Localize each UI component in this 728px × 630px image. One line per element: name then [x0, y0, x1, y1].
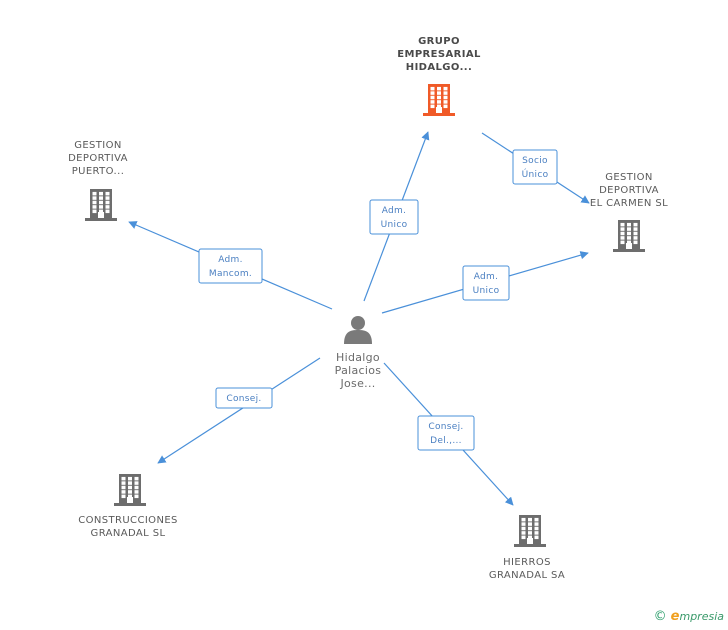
company-label-line: EMPRESARIAL: [397, 49, 481, 60]
edge-labels-layer: Adm.UnicoAdm.Mancom.Adm.UnicoConsej.Cons…: [198, 149, 558, 451]
company-label-line: PUERTO...: [72, 166, 125, 177]
company-label-line: DEPORTIVA: [599, 185, 659, 196]
brand-initial: e: [670, 609, 680, 624]
footer-brand[interactable]: © empresia: [654, 609, 724, 624]
company-label-line: GESTION: [605, 172, 653, 183]
edge-label-person-puerto[interactable]: Adm. Mancom.: [198, 248, 263, 284]
company-label-line: CONSTRUCCIONES: [78, 515, 178, 526]
company-label-line: GESTION: [74, 140, 122, 151]
person-node[interactable]: HidalgoPalaciosJose...: [335, 316, 382, 390]
company-label-line: DEPORTIVA: [68, 153, 128, 164]
edge-label-text: Mancom.: [209, 269, 252, 279]
building-icon: [85, 189, 117, 221]
edge-label-text: Adm.: [382, 206, 407, 216]
edge-label-text: Unico: [381, 220, 408, 230]
person-icon: [344, 316, 372, 344]
person-label-line: Jose...: [339, 377, 375, 390]
company-node-grupo[interactable]: GRUPO EMPRESARIAL HIDALGO...: [397, 36, 481, 116]
company-label-line: GRANADAL SL: [91, 528, 166, 539]
edge-label-text: Adm.: [218, 255, 243, 265]
company-node-hierros[interactable]: HIERROS GRANADAL SA: [489, 515, 565, 581]
edge-label-person-construcciones[interactable]: Consej.: [215, 387, 273, 409]
edge-label-text: Consej.: [428, 422, 463, 432]
building-icon: [114, 474, 146, 506]
company-node-carmen[interactable]: GESTION DEPORTIVA EL CARMEN SL: [590, 172, 668, 252]
company-node-puerto[interactable]: GESTION DEPORTIVA PUERTO...: [68, 140, 128, 221]
edge-label-box: [512, 149, 558, 185]
company-label-line: HIDALGO...: [406, 62, 472, 73]
brand-logo: empresia: [671, 609, 724, 624]
edge-label-person-grupo[interactable]: Adm. Unico: [369, 199, 419, 235]
edge-label-box: [462, 265, 510, 301]
edge-label-box: [215, 387, 273, 409]
edge-label-person-carmen[interactable]: Adm. Unico: [462, 265, 510, 301]
company-node-construcciones[interactable]: CONSTRUCCIONES GRANADAL SL: [78, 474, 178, 539]
person-label-line: Palacios: [335, 364, 382, 377]
edge-label-text: Del.,...: [430, 436, 462, 446]
company-label-line: GRANADAL SA: [489, 570, 565, 581]
person-label-line: Hidalgo: [336, 351, 380, 364]
edge-label-box: [198, 248, 263, 284]
edge-label-text: Socio: [522, 156, 548, 166]
company-label-line: HIERROS: [503, 557, 551, 568]
brand-name: mpresia: [679, 610, 724, 623]
edge-label-box: [369, 199, 419, 235]
edge-label-box: [417, 415, 475, 451]
edge-label-person-hierros[interactable]: Consej. Del.,...: [417, 415, 475, 451]
building-icon: [613, 220, 645, 252]
edge-label-text: Adm.: [474, 272, 499, 282]
edge-person-construcciones: [157, 357, 321, 464]
edge-label-text: Consej.: [226, 394, 261, 404]
edge-label-text: Único: [522, 168, 549, 180]
building-icon: [514, 515, 546, 547]
copyright-icon: ©: [653, 609, 667, 624]
company-label-line: GRUPO: [418, 36, 460, 47]
building-icon: [423, 84, 455, 116]
company-label-line: EL CARMEN SL: [590, 198, 668, 209]
edge-label-text: Unico: [473, 286, 500, 296]
